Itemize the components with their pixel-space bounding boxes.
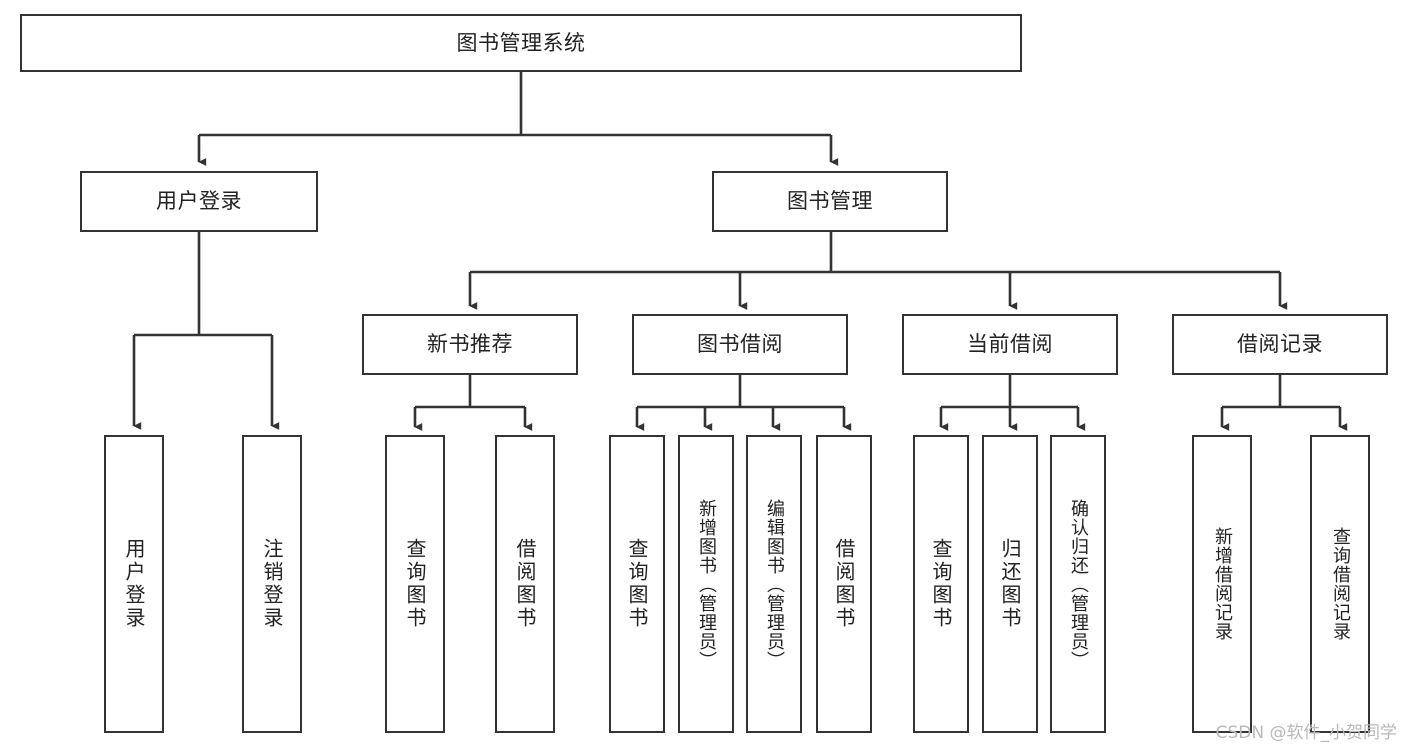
leaf-borrow-book-borrow[interactable]: 借阅图书 [816, 435, 872, 733]
leaf-query-book-recommend-label: 查询图书 [403, 538, 427, 630]
node-book-borrow-label: 图书借阅 [697, 332, 783, 357]
node-user-login-label: 用户登录 [156, 189, 242, 214]
node-current-borrow-label: 当前借阅 [967, 332, 1053, 357]
leaf-user-login[interactable]: 用户登录 [104, 435, 164, 733]
leaf-query-borrow-record[interactable]: 查询借阅记录 [1310, 435, 1370, 733]
leaf-return-book[interactable]: 归还图书 [982, 435, 1038, 733]
node-root-system[interactable]: 图书管理系统 [20, 14, 1022, 72]
node-new-book-recommend-label: 新书推荐 [427, 332, 513, 357]
leaf-borrow-book-borrow-label: 借阅图书 [832, 538, 856, 630]
node-borrow-record-label: 借阅记录 [1237, 332, 1323, 357]
node-book-manage-label: 图书管理 [787, 189, 873, 214]
leaf-query-book-recommend[interactable]: 查询图书 [385, 435, 445, 733]
leaf-add-book-admin-label: 新增图书（管理员） [696, 498, 717, 670]
node-book-manage[interactable]: 图书管理 [712, 171, 948, 232]
leaf-user-login-label: 用户登录 [122, 538, 146, 630]
leaf-query-book-borrow[interactable]: 查询图书 [609, 435, 665, 733]
leaf-return-book-label: 归还图书 [998, 538, 1022, 630]
leaf-edit-book-admin-label: 编辑图书（管理员） [764, 498, 785, 670]
leaf-add-borrow-record-label: 新增借阅记录 [1212, 527, 1233, 641]
node-current-borrow[interactable]: 当前借阅 [902, 314, 1118, 375]
leaf-query-book-current-label: 查询图书 [929, 538, 953, 630]
leaf-borrow-book-recommend[interactable]: 借阅图书 [495, 435, 555, 733]
csdn-watermark: CSDN @软件_小贺同学 [1215, 723, 1397, 743]
leaf-borrow-book-recommend-label: 借阅图书 [513, 538, 537, 630]
leaf-logout[interactable]: 注销登录 [242, 435, 302, 733]
leaf-query-borrow-record-label: 查询借阅记录 [1330, 527, 1351, 641]
node-borrow-record[interactable]: 借阅记录 [1172, 314, 1388, 375]
leaf-edit-book-admin[interactable]: 编辑图书（管理员） [746, 435, 802, 733]
leaf-add-book-admin[interactable]: 新增图书（管理员） [678, 435, 734, 733]
leaf-confirm-return-admin-label: 确认归还（管理员） [1068, 498, 1089, 670]
leaf-confirm-return-admin[interactable]: 确认归还（管理员） [1050, 435, 1106, 733]
node-user-login[interactable]: 用户登录 [80, 171, 318, 232]
leaf-logout-label: 注销登录 [260, 538, 284, 630]
node-new-book-recommend[interactable]: 新书推荐 [362, 314, 578, 375]
leaf-query-book-borrow-label: 查询图书 [625, 538, 649, 630]
leaf-add-borrow-record[interactable]: 新增借阅记录 [1192, 435, 1252, 733]
node-book-borrow[interactable]: 图书借阅 [632, 314, 848, 375]
node-root-system-label: 图书管理系统 [456, 30, 586, 55]
leaf-query-book-current[interactable]: 查询图书 [913, 435, 969, 733]
